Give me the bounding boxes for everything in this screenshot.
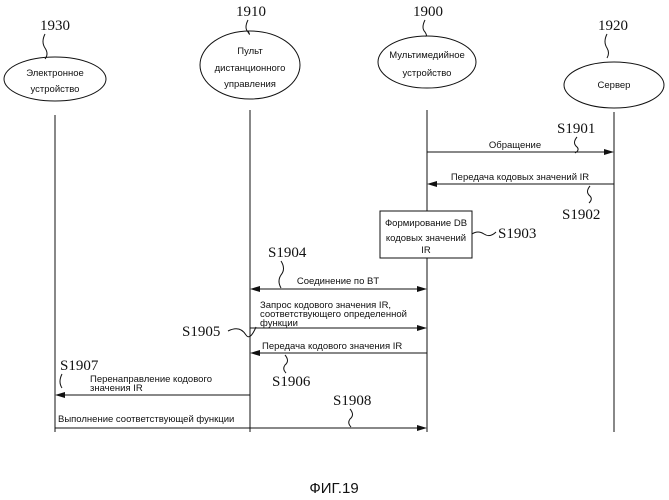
step-ref: S1907 (60, 358, 99, 374)
entity-label: Мультимедийное (389, 50, 465, 61)
entity-label: дистанционного (215, 63, 286, 74)
entity-label: Сервер (598, 80, 631, 91)
leader-line (279, 261, 284, 288)
message-s1905: Запрос кодового значения IR, соответству… (182, 300, 427, 340)
step-ref: S1908 (333, 393, 371, 409)
leader-line (423, 20, 427, 36)
entity-server: 1920 Сервер (564, 18, 664, 432)
leader-line (60, 374, 62, 388)
leader-line (588, 186, 592, 203)
arrow-head (417, 425, 427, 431)
ref-label: 1910 (236, 4, 266, 20)
entity-label: устройство (403, 68, 452, 79)
leader-line (472, 232, 496, 236)
arrow-head (427, 181, 437, 187)
arrow-head (250, 286, 260, 292)
arrow-head (55, 392, 65, 398)
message-label: значения IR (90, 383, 143, 394)
ref-label: 1920 (598, 18, 628, 34)
step-ref: S1905 (182, 324, 220, 340)
step-ref: S1902 (562, 207, 600, 223)
process-label: кодовых значений (386, 233, 466, 244)
message-s1907: S1907 Перенаправление кодового значения … (55, 358, 250, 398)
entity-ellipse (378, 36, 476, 88)
leader-line (605, 34, 609, 58)
entity-label: Электронное (26, 68, 84, 79)
arrow-head (417, 325, 427, 331)
message-label: Выполнение соответствующей функции (58, 414, 234, 425)
step-ref: S1901 (557, 121, 595, 137)
leader-line (349, 409, 353, 427)
arrow-head (417, 286, 427, 292)
process-label: IR (421, 245, 431, 256)
leader-line (246, 20, 250, 34)
message-s1908: S1908 Выполнение соответствующей функции (55, 393, 427, 431)
message-label: функции (260, 318, 298, 329)
leader-line (575, 137, 579, 153)
process-label: Формирование DB (385, 218, 467, 229)
ref-label: 1930 (40, 18, 70, 34)
message-label: Обращение (489, 140, 541, 151)
step-ref: S1903 (498, 226, 536, 242)
leader-line (284, 355, 288, 373)
message-label: Передача кодового значения IR (262, 341, 402, 352)
step-ref: S1904 (268, 245, 307, 261)
message-s1906: Передача кодового значения IR S1906 (250, 341, 427, 390)
ref-label: 1900 (413, 4, 443, 20)
entity-label: Пульт (237, 46, 263, 57)
entity-label: управления (224, 79, 276, 90)
process-s1903: Формирование DB кодовых значений IR S190… (380, 211, 536, 258)
entity-remote-control: 1910 Пульт дистанционного управления (200, 4, 300, 432)
entity-label: устройство (31, 84, 80, 95)
arrow-head (250, 350, 260, 356)
step-ref: S1906 (272, 374, 311, 390)
figure-caption: ФИГ.19 (309, 480, 358, 497)
message-label: Передача кодовых значений IR (451, 172, 589, 183)
message-label: Соединение по BT (297, 276, 379, 287)
arrow-head (604, 149, 614, 155)
message-s1901: S1901 Обращение (427, 121, 614, 155)
leader-line (43, 34, 47, 59)
